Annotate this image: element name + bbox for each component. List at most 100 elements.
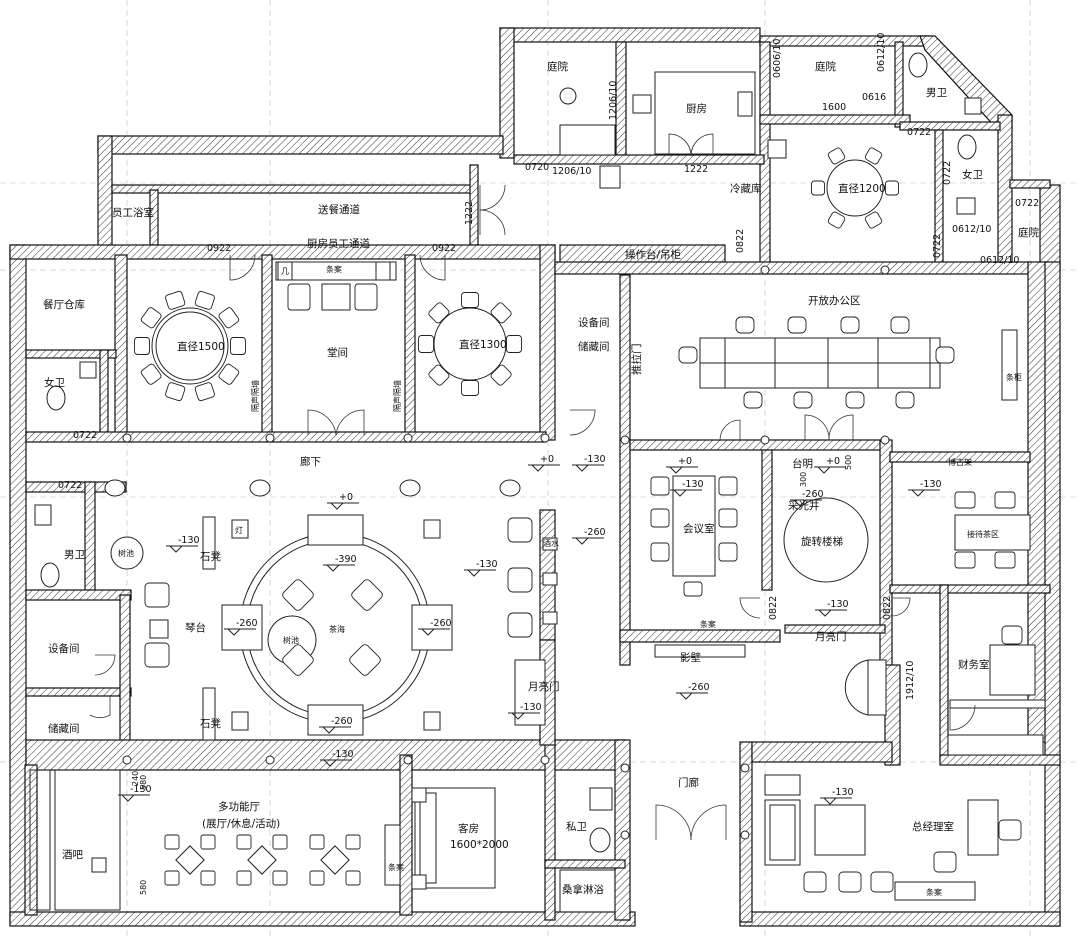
label-hall: 堂间 — [327, 346, 348, 359]
office-chair — [840, 316, 860, 334]
label-guest-bed: 1600*2000 — [450, 839, 509, 851]
chair — [165, 290, 186, 310]
reception-chair — [994, 491, 1016, 509]
gm-chairs — [803, 819, 1022, 893]
chair — [827, 147, 846, 165]
level-mark — [910, 489, 926, 497]
level-mark — [678, 692, 694, 700]
chair — [272, 834, 288, 850]
label-stone-bench-1: 石凳 — [200, 550, 221, 563]
armchair — [349, 644, 381, 676]
label-l-130-a: -130 — [178, 535, 200, 546]
label-partition-screen-2: 隔声隔墙 — [392, 380, 402, 412]
label-lamp: 灯 — [235, 525, 243, 535]
chair — [811, 180, 825, 196]
label-side-table: 几 — [281, 267, 289, 276]
label-mens-wc-w: 男卫 — [64, 549, 85, 561]
label-porch: 门廊 — [678, 776, 699, 789]
label-stone-bench-2: 石凳 — [200, 717, 221, 730]
level-mark — [325, 564, 341, 572]
label-d580: 580 — [139, 775, 148, 790]
label-l-130-b: -130 — [476, 559, 498, 570]
label-l-130-d: -130 — [682, 479, 704, 490]
chair — [165, 382, 186, 402]
label-courtyard-e: 庭院 — [1018, 226, 1040, 239]
bar-counter — [29, 769, 401, 911]
office-chair — [935, 346, 955, 364]
chair — [428, 364, 450, 386]
piano-area — [110, 516, 216, 741]
label-open-office: 开放办公区 — [808, 294, 861, 307]
label-womens-wc-w: 女卫 — [44, 376, 65, 389]
label-d0606-10: 0606/10 — [772, 39, 783, 78]
round-table-1200 — [826, 159, 884, 217]
level-mark — [817, 609, 833, 617]
chair — [490, 302, 512, 324]
label-cabinet-2: 条案 — [388, 862, 404, 872]
label-l-pos0-d: +0 — [826, 456, 840, 467]
round-table-1300 — [433, 307, 507, 381]
label-d0822a: 0822 — [735, 229, 746, 253]
columns — [122, 265, 890, 840]
label-restaurant-store: 餐厅仓库 — [43, 298, 85, 311]
label-d300: 300 — [799, 472, 808, 487]
round-table-1500 — [151, 307, 229, 385]
chairs-1200 — [811, 147, 899, 229]
level-mark — [168, 545, 184, 553]
armchair — [351, 579, 383, 611]
shelf-stack — [542, 537, 558, 625]
level-mark — [816, 466, 832, 474]
label-service-passage: 送餐通道 — [318, 203, 360, 216]
armchair — [144, 582, 170, 608]
chair — [200, 834, 216, 850]
label-meeting-room: 会议室 — [683, 522, 715, 535]
label-atrium: 采光井 — [788, 499, 820, 512]
label-corridor: 廊下 — [300, 455, 321, 468]
multi-hall-tables — [164, 834, 361, 886]
level-mark — [574, 464, 590, 472]
office-chairs — [678, 316, 955, 409]
office-chair — [845, 391, 865, 409]
label-courtyard-nw: 庭院 — [547, 60, 568, 73]
label-kitchen-staff-passage: 厨房员工通道 — [307, 237, 370, 250]
level-mark — [530, 464, 546, 472]
meeting-table — [672, 475, 716, 577]
square-table — [247, 845, 277, 875]
label-d0722e: 0722 — [73, 430, 97, 441]
reception-chairs — [954, 491, 1016, 569]
label-partition-screen-1: 隔声隔墙 — [250, 380, 260, 412]
office-chair — [895, 391, 915, 409]
chair — [309, 870, 325, 886]
label-equipment-room-mid: 设备间 — [578, 316, 610, 329]
kitchen-furniture — [559, 71, 787, 189]
level-mark — [120, 794, 136, 802]
chair — [309, 834, 325, 850]
label-l-130-j: -130 — [832, 787, 854, 798]
label-l-130-i: -130 — [130, 784, 152, 795]
meeting-chair — [650, 542, 670, 562]
label-sauna: 桑拿淋浴 — [562, 883, 604, 896]
label-cabinet-1: 条案 — [700, 619, 716, 629]
label-l-130-f: -130 — [827, 599, 849, 610]
office-chair — [743, 391, 763, 409]
chair — [461, 380, 479, 396]
chair — [506, 335, 522, 353]
office-chair — [735, 316, 755, 334]
tea-chairs — [282, 579, 383, 676]
gm-office-furniture — [764, 774, 999, 901]
label-d1206-10a: 1206/10 — [608, 81, 619, 120]
label-screen-wall: 影壁 — [680, 651, 701, 664]
label-l-130-g: -130 — [520, 702, 542, 713]
label-d500: 500 — [844, 455, 853, 470]
label-reception-area: 接待茶区 — [967, 529, 999, 539]
label-bar: 酒吧 — [62, 848, 83, 861]
walls — [9, 27, 1061, 927]
doors — [89, 133, 976, 841]
label-d0616: 0616 — [862, 92, 886, 103]
label-l-pos0-c: +0 — [678, 456, 692, 467]
chair — [140, 307, 162, 329]
label-cabinet-vert: 条柜 — [1006, 372, 1022, 382]
piano-chairs — [144, 582, 170, 668]
square-table — [175, 845, 205, 875]
level-mark — [574, 537, 590, 545]
